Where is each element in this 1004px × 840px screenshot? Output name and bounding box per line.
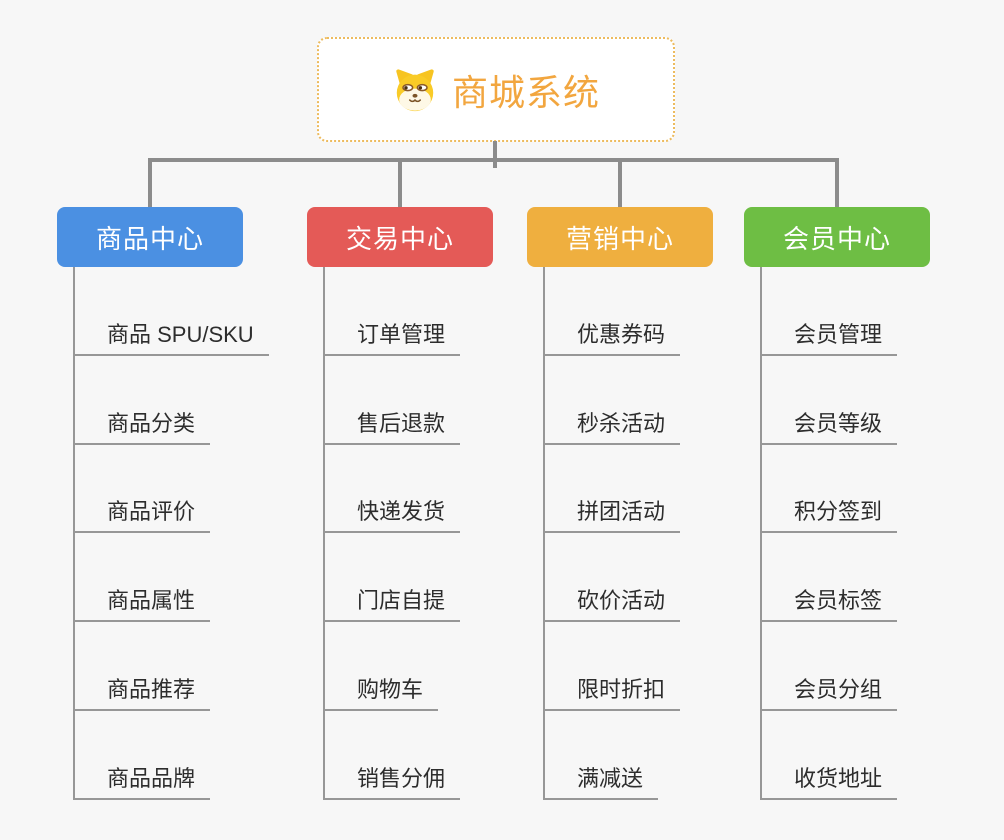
root-connector-rail [148,158,839,162]
child-topic[interactable]: 商品推荐 [75,622,211,711]
child-topic[interactable]: 拼团活动 [545,445,681,534]
child-topic[interactable]: 会员分组 [762,622,898,711]
child-topic[interactable]: 积分签到 [762,445,898,534]
child-topic[interactable]: 商品品牌 [75,711,211,800]
child-topic[interactable]: 限时折扣 [545,622,681,711]
child-topic[interactable]: 会员标签 [762,533,898,623]
shiba-dog-icon [392,67,438,113]
child-topic[interactable]: 秒杀活动 [545,356,681,445]
child-topic[interactable]: 优惠券码 [545,267,681,356]
branch-children: 优惠券码秒杀活动拼团活动砍价活动限时折扣满减送 [543,267,681,800]
branch-node-1[interactable]: 商品中心 [57,207,243,267]
branch-children: 会员管理会员等级积分签到会员标签会员分组收货地址 [760,267,898,800]
child-topic[interactable]: 砍价活动 [545,533,681,623]
child-topic[interactable]: 商品属性 [75,533,211,623]
child-topic[interactable]: 销售分佣 [325,711,461,800]
branch-node-3[interactable]: 营销中心 [527,207,713,267]
branch-connector [148,162,152,207]
child-topic[interactable]: 订单管理 [325,267,461,356]
branch-children: 订单管理售后退款快递发货门店自提购物车销售分佣 [323,267,461,800]
child-topic[interactable]: 门店自提 [325,533,461,623]
child-topic[interactable]: 快递发货 [325,445,461,534]
root-topic-label: 商城系统 [451,71,600,113]
child-topic[interactable]: 商品评价 [75,445,211,534]
branch-node-4[interactable]: 会员中心 [744,207,930,267]
branch-2: 交易中心 订单管理售后退款快递发货门店自提购物车销售分佣 [307,162,493,800]
child-topic[interactable]: 满减送 [545,711,659,800]
branch-connector [398,162,402,207]
child-topic[interactable]: 会员等级 [762,356,898,445]
child-topic[interactable]: 商品 SPU/SKU [75,267,269,356]
child-topic[interactable]: 售后退款 [325,356,461,445]
child-topic[interactable]: 商品分类 [75,356,211,445]
child-topic[interactable]: 会员管理 [762,267,898,356]
root-connector-stem [493,141,497,168]
child-topic[interactable]: 购物车 [325,622,439,711]
branch-node-2[interactable]: 交易中心 [307,207,493,267]
child-topic[interactable]: 收货地址 [762,711,898,800]
root-topic[interactable]: 商城系统 [317,37,675,142]
branch-connector [835,162,839,207]
branch-connector [618,162,622,207]
branch-4: 会员中心 会员管理会员等级积分签到会员标签会员分组收货地址 [744,162,930,800]
branch-3: 营销中心 优惠券码秒杀活动拼团活动砍价活动限时折扣满减送 [527,162,713,800]
